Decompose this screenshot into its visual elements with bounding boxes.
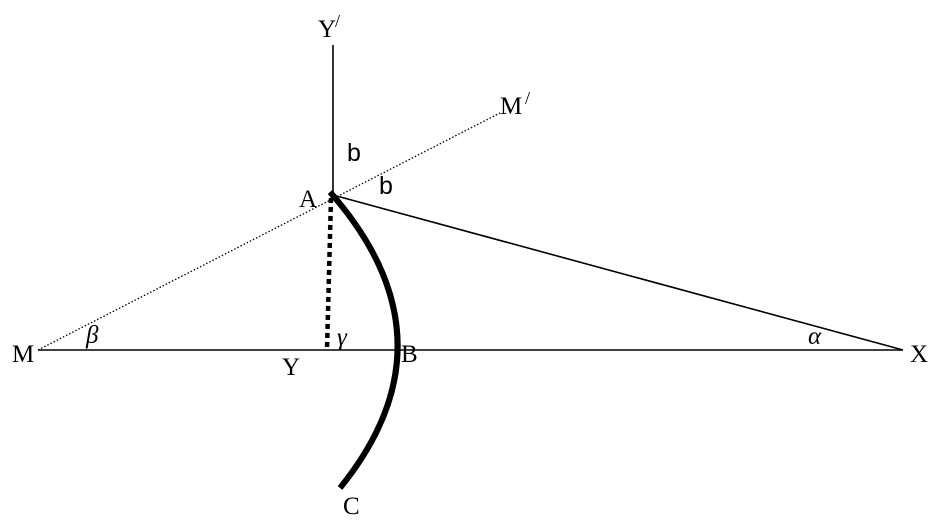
label-y-prime: Y	[318, 16, 336, 43]
label-alpha: α	[808, 323, 822, 350]
label-b-point: B	[401, 341, 418, 368]
label-c: C	[343, 493, 360, 520]
label-b-upper: b	[347, 139, 361, 167]
label-a: A	[299, 186, 317, 213]
curved-mirror-arc	[327, 190, 401, 490]
label-gamma: γ	[337, 324, 348, 351]
label-m-prime: M	[500, 93, 522, 120]
line-a-to-x	[332, 194, 904, 351]
dotted-line-m-to-m-prime	[37, 112, 501, 351]
label-m: M	[12, 341, 34, 368]
label-beta: β	[85, 322, 99, 349]
label-b-lower: b	[379, 172, 393, 200]
label-y: Y	[282, 354, 300, 381]
label-m-prime-mark: /	[525, 88, 530, 108]
label-x: X	[910, 341, 928, 368]
dotted-line-a-to-y	[324, 197, 334, 351]
label-y-prime-mark: /	[335, 11, 340, 31]
